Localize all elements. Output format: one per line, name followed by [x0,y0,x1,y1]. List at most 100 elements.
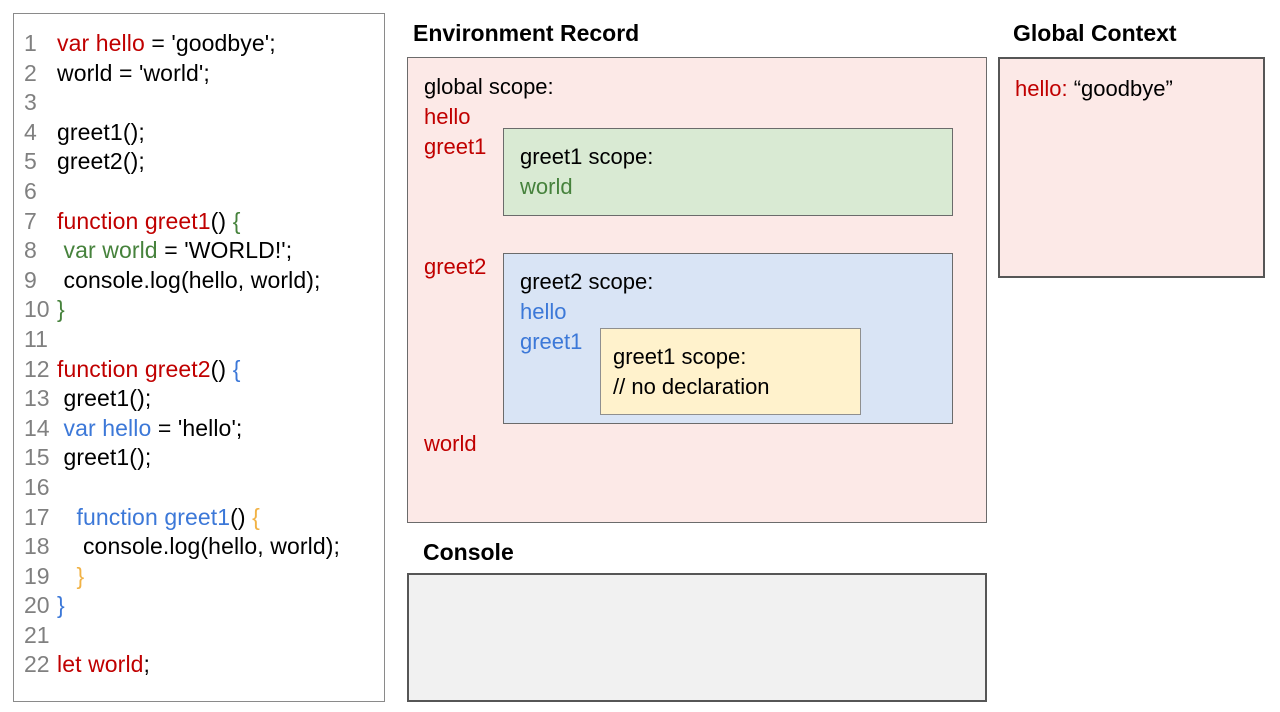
code-token: ; [143,651,151,678]
code-line: 9 console.log(hello, world); [14,266,384,296]
code-text: greet2(); [57,147,145,177]
code-token: var hello [63,414,152,441]
code-line: 20} [14,591,384,621]
line-number: 17 [24,503,50,530]
global-scope-box: global scope: hello greet1 greet2 world … [407,57,987,523]
line-number: 11 [24,325,48,352]
console-output-box [407,573,987,702]
code-token: { [232,207,241,234]
greet2-var-greet1: greet1 [520,329,583,354]
code-line: 15 greet1(); [14,443,384,473]
greet1-inner-scope-label: greet1 scope: [613,344,747,369]
global-var-greet2: greet2 [424,254,487,279]
code-token: let world [57,651,144,678]
line-number: 19 [24,562,50,589]
code-line: 8 var world = 'WORLD!'; [14,236,384,266]
line-number: 3 [24,89,37,116]
line-number: 16 [24,473,50,500]
global-var-hello: hello [424,104,471,129]
code-text: } [57,562,84,592]
line-number: 14 [24,414,50,441]
line-number: 22 [24,651,50,678]
code-text: function greet1() { [57,503,260,533]
code-line: 16 [14,473,384,503]
code-token: console.log(hello, world); [57,266,321,293]
code-line: 22 let world; [14,650,384,680]
code-line: 18 console.log(hello, world); [14,532,384,562]
code-line: 13 greet1(); [14,384,384,414]
code-token: = 'goodbye'; [144,30,276,56]
line-number: 2 [24,59,37,86]
code-text: greet1(); [57,384,151,414]
code-token: } [57,296,65,323]
code-line: 7 function greet1() { [14,207,384,237]
greet1-scope-box: greet1 scope: world [503,128,953,216]
line-number: 21 [24,621,50,648]
greet2-scope-box: greet2 scope: hello greet1 greet1 scope:… [503,253,953,424]
global-var-greet1: greet1 [424,134,487,159]
line-number: 12 [24,355,50,382]
global-context-title: Global Context [1013,20,1177,46]
global-context-entry-value: “goodbye” [1067,76,1173,101]
code-text: greet1(); [57,443,151,473]
code-token: } [76,562,85,589]
code-line: 6 [14,177,384,207]
code-token: () [230,503,253,530]
code-token: greet1(); [57,444,152,471]
environment-record-title: Environment Record [413,20,640,46]
code-text: world = 'world'; [57,59,210,89]
line-number: 13 [24,385,50,412]
code-token: } [57,592,65,619]
global-var-world: world [424,431,477,456]
code-line: 19 } [14,562,384,592]
line-number: 6 [24,177,37,204]
code-text: function greet1() { [57,207,240,237]
global-context-box: hello: “goodbye” [998,57,1265,278]
code-text: } [57,591,65,621]
code-text: var hello = 'hello'; [57,414,243,444]
console-title: Console [423,539,514,565]
code-text: var world = 'WORLD!'; [57,236,293,266]
code-line: 3 [14,88,384,118]
greet2-var-hello: hello [520,299,567,324]
global-context-entry-name: hello: [1015,76,1068,101]
global-context-entry: hello: “goodbye” [1015,74,1263,104]
code-line: 4 greet1(); [14,118,384,148]
line-number: 4 [24,118,37,145]
greet2-scope-label: greet2 scope: [520,269,654,294]
line-number: 7 [24,207,37,234]
code-token: = 'WORLD!'; [157,237,293,264]
code-line: 14 var hello = 'hello'; [14,414,384,444]
code-text: console.log(hello, world); [57,532,340,562]
global-scope-label: global scope: [424,74,554,99]
code-token: greet1(); [57,118,145,145]
code-text: console.log(hello, world); [57,266,321,296]
code-text: let world; [57,650,150,680]
code-token: world = 'world'; [57,59,210,86]
code-line: 10} [14,295,384,325]
code-text: } [57,295,65,325]
code-token: var world [63,237,158,264]
code-token: greet2(); [57,148,145,175]
code-line: 11 [14,325,384,355]
line-number: 9 [24,266,37,293]
greet1-scope-label: greet1 scope: [520,144,654,169]
code-token: console.log(hello, world); [57,533,340,560]
code-token: function greet1 [76,503,231,530]
code-token [57,504,76,530]
greet1-inner-scope-comment: // no declaration [613,374,770,399]
greet1-inner-scope-box: greet1 scope: // no declaration [600,328,861,415]
line-number: 18 [24,533,50,560]
code-token: = 'hello'; [151,414,243,441]
code-token: greet1(); [57,385,152,412]
greet1-var-world: world [520,174,573,199]
line-number: 10 [24,296,50,323]
code-token [57,563,76,589]
code-line: 21 [14,621,384,651]
code-token: function greet2 [57,355,211,382]
